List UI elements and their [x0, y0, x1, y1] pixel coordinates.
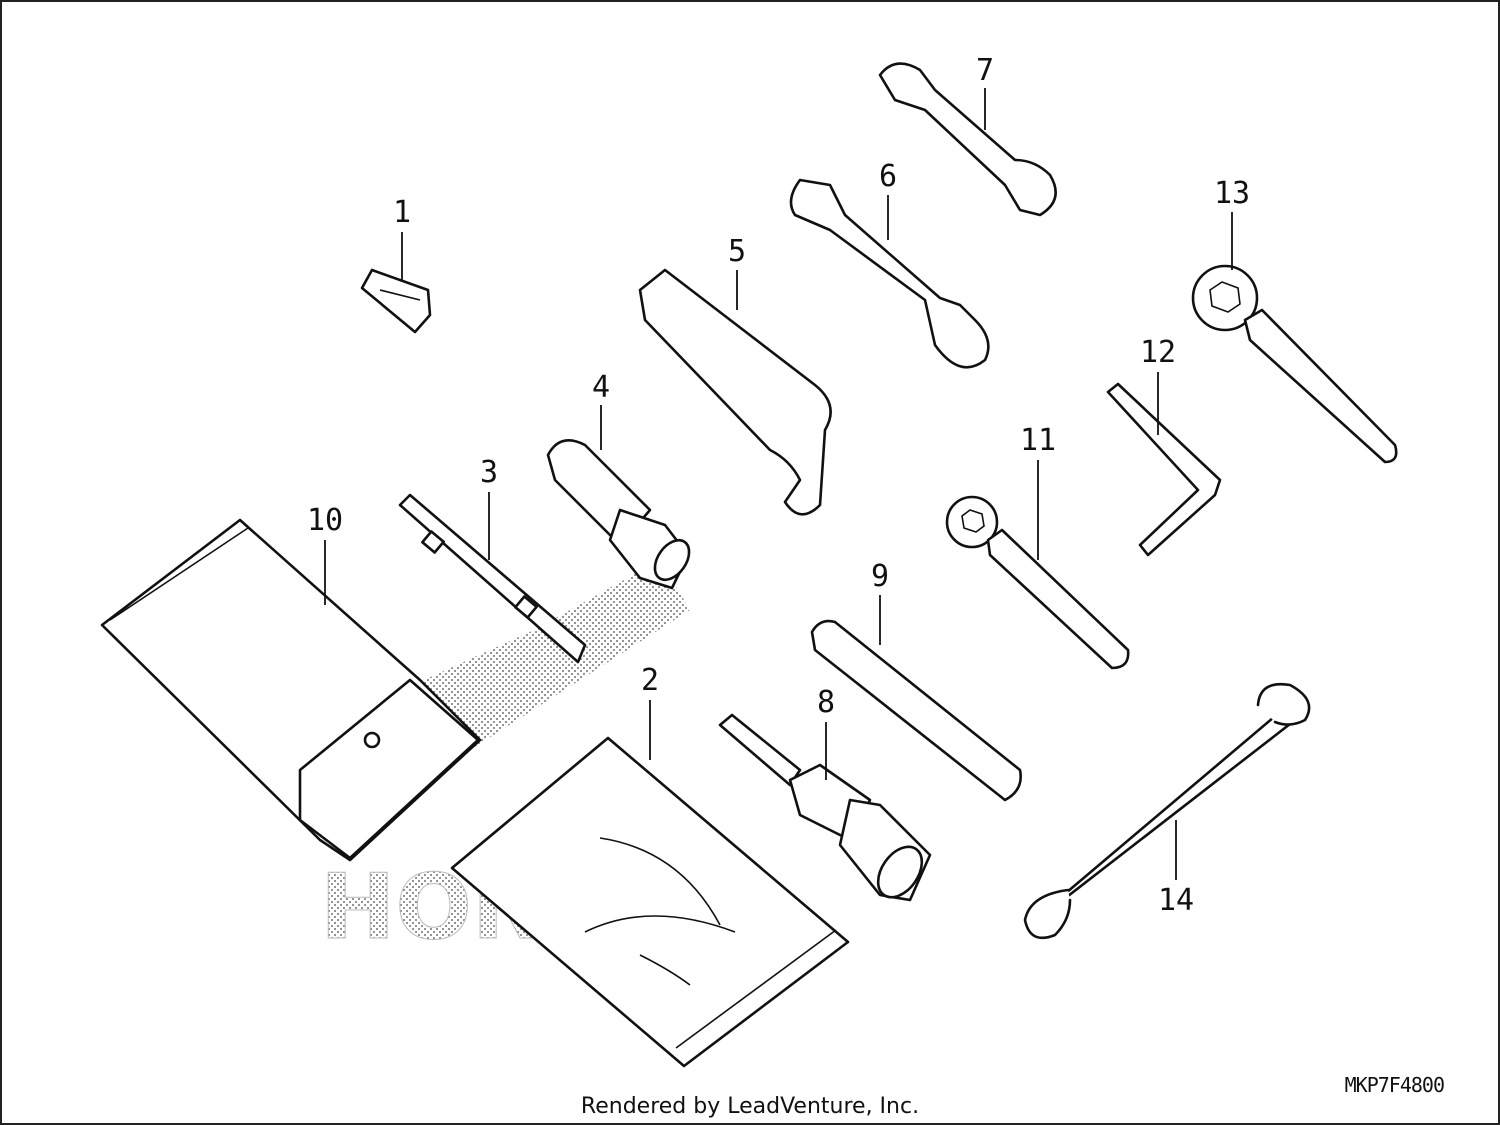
callout-3: 3	[480, 455, 498, 490]
open-end-wrench-6-part[interactable]	[789, 178, 990, 369]
callout-13: 13	[1214, 176, 1250, 211]
box-wrench-11-part[interactable]	[945, 495, 1130, 670]
screwdriver-bit-part[interactable]	[398, 493, 587, 664]
callout-labels: 1 2 3 4 5 6 7 8 9 10 11 12 13 14	[307, 53, 1250, 918]
callout-14: 14	[1158, 883, 1194, 918]
tool-bag-part[interactable]	[100, 518, 482, 862]
callout-10: 10	[307, 503, 343, 538]
pin-spanner-part[interactable]	[638, 268, 832, 516]
callout-2: 2	[641, 663, 659, 698]
manual-pouch-part[interactable]	[450, 736, 850, 1068]
box-wrench-13-part[interactable]	[1191, 264, 1398, 464]
open-end-wrench-7-part[interactable]	[878, 62, 1057, 217]
callout-6: 6	[879, 159, 897, 194]
helmet-cable-part[interactable]	[1023, 682, 1311, 940]
drawing-code: MKP7F4800	[1344, 1073, 1445, 1097]
callout-11: 11	[1020, 423, 1056, 458]
callout-1: 1	[393, 195, 411, 230]
callout-9: 9	[871, 559, 889, 594]
callout-4: 4	[592, 370, 610, 405]
extension-bar-part[interactable]	[810, 619, 1022, 802]
callout-7: 7	[976, 53, 994, 88]
screwdriver-handle-part[interactable]	[546, 439, 696, 590]
leader-lines	[324, 88, 1233, 880]
hex-key-part[interactable]	[1106, 382, 1222, 557]
key-part[interactable]	[360, 268, 432, 334]
callout-8: 8	[817, 685, 835, 720]
spark-plug-wrench-part[interactable]	[718, 713, 932, 905]
callout-5: 5	[728, 234, 746, 269]
credit-line: Rendered by LeadVenture, Inc.	[580, 1094, 920, 1119]
callout-12: 12	[1140, 335, 1176, 370]
